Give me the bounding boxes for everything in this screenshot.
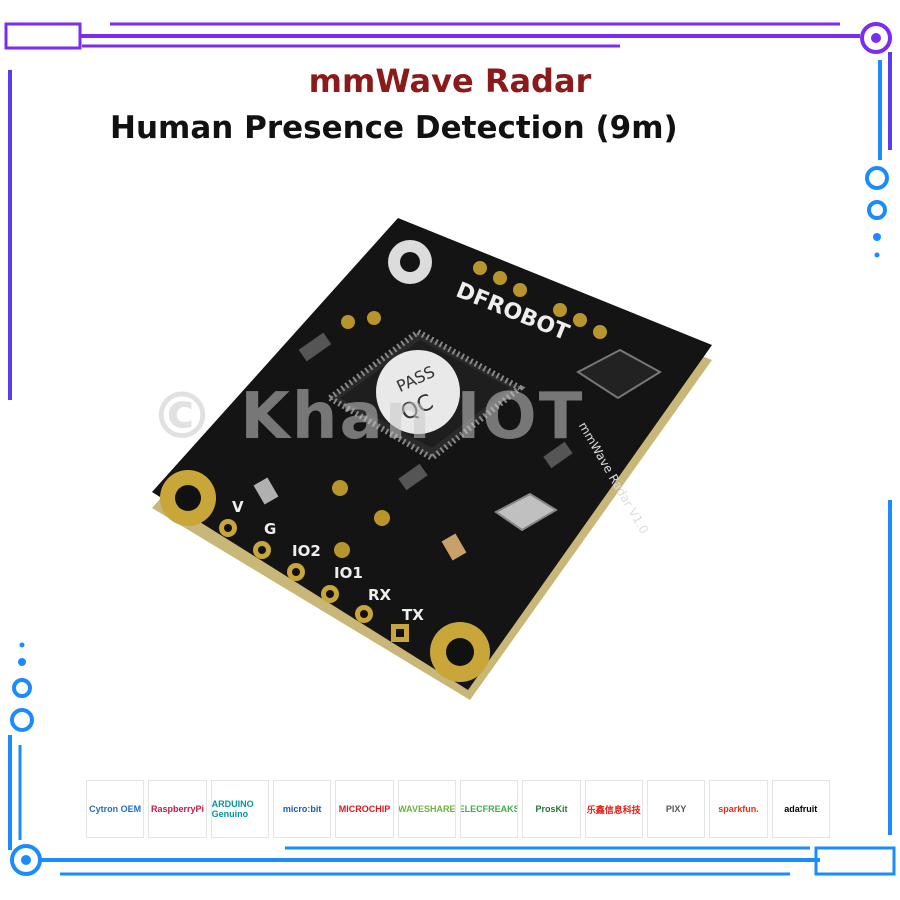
logo-proskit: ProsKit bbox=[522, 780, 581, 838]
pin-label-g: G bbox=[264, 520, 276, 538]
pin-label-rx: RX bbox=[368, 586, 392, 604]
pin-label-io2: IO2 bbox=[292, 542, 321, 560]
logo-adafruit: adafruit bbox=[771, 780, 830, 838]
logo-arduino: ARDUINO Genuino bbox=[210, 780, 269, 838]
logo-espressif: 乐鑫信息科技 bbox=[584, 780, 643, 838]
logo-elecfreaks: ELECFREAKS bbox=[459, 780, 519, 838]
product-subtitle: Human Presence Detection (9m) bbox=[110, 110, 678, 146]
logo-waveshare: WAVESHARE bbox=[397, 780, 456, 838]
logo-cytron-oem: Cytron OEM bbox=[86, 780, 145, 838]
logo-microbit: micro:bit bbox=[272, 780, 332, 838]
logo-sparkfun: sparkfun. bbox=[709, 780, 768, 838]
watermark: © Khan IOT bbox=[150, 380, 585, 454]
logo-raspberry-pi: RaspberryPi bbox=[148, 780, 207, 838]
logo-microchip: MICROCHIP bbox=[335, 780, 394, 838]
pin-label-io1: IO1 bbox=[334, 564, 363, 582]
logo-pixy: PIXY bbox=[646, 780, 706, 838]
product-title: mmWave Radar bbox=[308, 62, 592, 100]
pin-label-v: V bbox=[232, 498, 244, 516]
pin-label-tx: TX bbox=[402, 606, 424, 624]
